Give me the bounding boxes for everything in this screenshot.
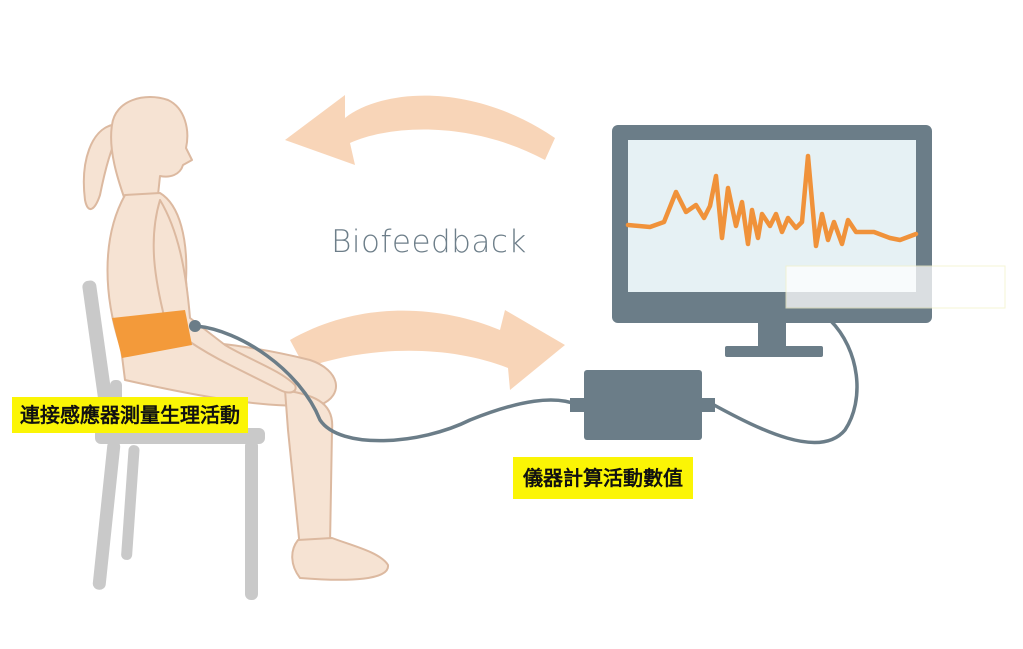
signal-waveform-icon [625, 153, 919, 249]
feedback-arrow-bottom-icon [290, 310, 565, 390]
biofeedback-label: Biofeedback [331, 224, 527, 260]
feedback-arrow-top-icon [285, 95, 555, 165]
cable-icon [712, 318, 859, 445]
monitor-icon [612, 125, 932, 357]
device-box-icon [570, 370, 715, 440]
device-callout: 儀器計算活動數值 [513, 457, 693, 499]
sensor-band-icon [112, 310, 192, 358]
sensor-callout: 連接感應器測量生理活動 [12, 397, 248, 433]
screen-glare [785, 265, 1006, 309]
person-seated-icon [82, 96, 389, 581]
cable-icon [194, 324, 580, 443]
sensor-clip-icon [189, 320, 201, 332]
